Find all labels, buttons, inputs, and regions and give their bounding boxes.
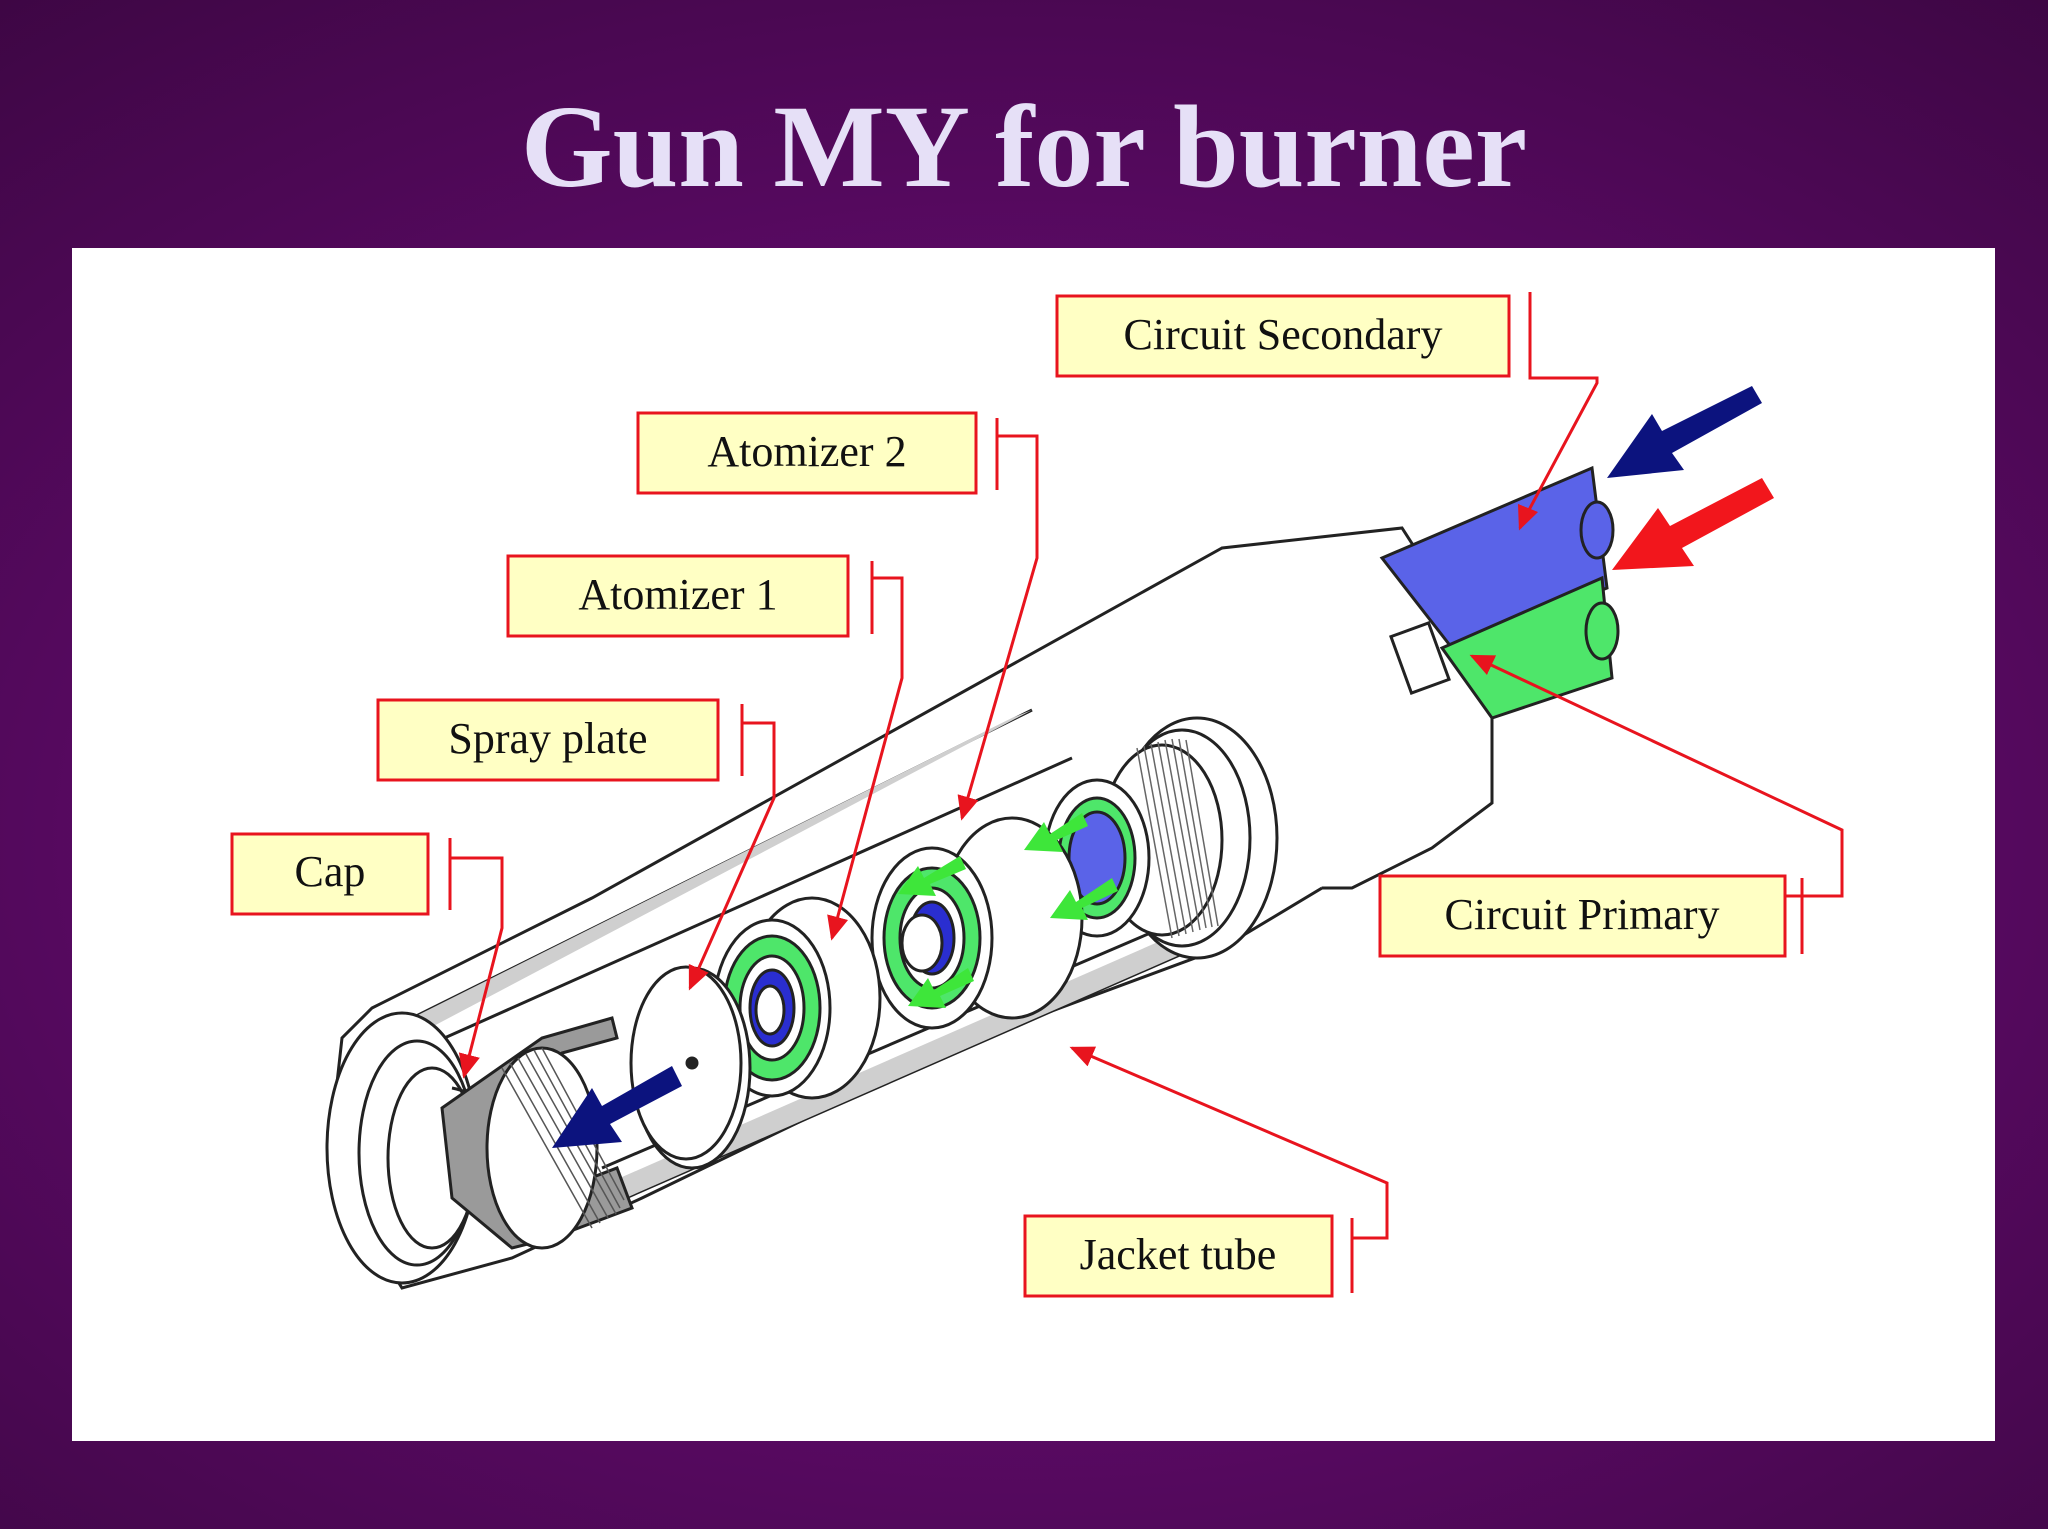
spray-plate <box>629 965 752 1170</box>
label-jacket-tube-text: Jacket tube <box>1080 1230 1277 1279</box>
cap <box>440 1016 634 1250</box>
blue-flow-arrow-inlet <box>1607 386 1762 478</box>
label-circuit-secondary: Circuit Secondary <box>1055 294 1511 378</box>
label-atomizer-2: Atomizer 2 <box>636 411 978 495</box>
label-cap: Cap <box>230 832 430 916</box>
atomizer-2 <box>870 816 1084 1030</box>
label-atomizer-1: Atomizer 1 <box>506 554 850 638</box>
label-circuit-primary: Circuit Primary <box>1378 874 1787 958</box>
label-spray-plate-text: Spray plate <box>448 714 647 763</box>
leader-atomizer-1 <box>827 576 904 941</box>
label-atomizer-1-text: Atomizer 1 <box>578 570 777 619</box>
label-circuit-secondary-text: Circuit Secondary <box>1124 310 1443 359</box>
slide-title: Gun MY for burner <box>520 81 1528 212</box>
green-flow-arrows <box>898 813 1118 1008</box>
label-circuit-primary-text: Circuit Primary <box>1445 890 1720 939</box>
label-jacket-tube: Jacket tube <box>1023 1214 1334 1298</box>
blue-flow-arrow-cap <box>552 1066 682 1148</box>
diagram-panel: Circuit Secondary Atomizer 2 Atomizer 1 … <box>72 248 1995 1441</box>
leader-spray-plate <box>688 721 776 991</box>
label-atomizer-2-text: Atomizer 2 <box>707 427 906 476</box>
red-flow-arrow-inlet <box>1612 478 1774 570</box>
label-cap-text: Cap <box>295 847 366 896</box>
leader-cap <box>450 856 504 1079</box>
primary-inlet-pipe <box>1439 575 1620 720</box>
leader-atomizer-2 <box>957 434 1039 821</box>
leader-jacket-tube <box>1069 1046 1389 1240</box>
leader-circuit-primary <box>1469 654 1844 898</box>
label-spray-plate: Spray plate <box>376 698 720 782</box>
burner-gun-diagram: Circuit Secondary Atomizer 2 Atomizer 1 … <box>230 292 1844 1298</box>
